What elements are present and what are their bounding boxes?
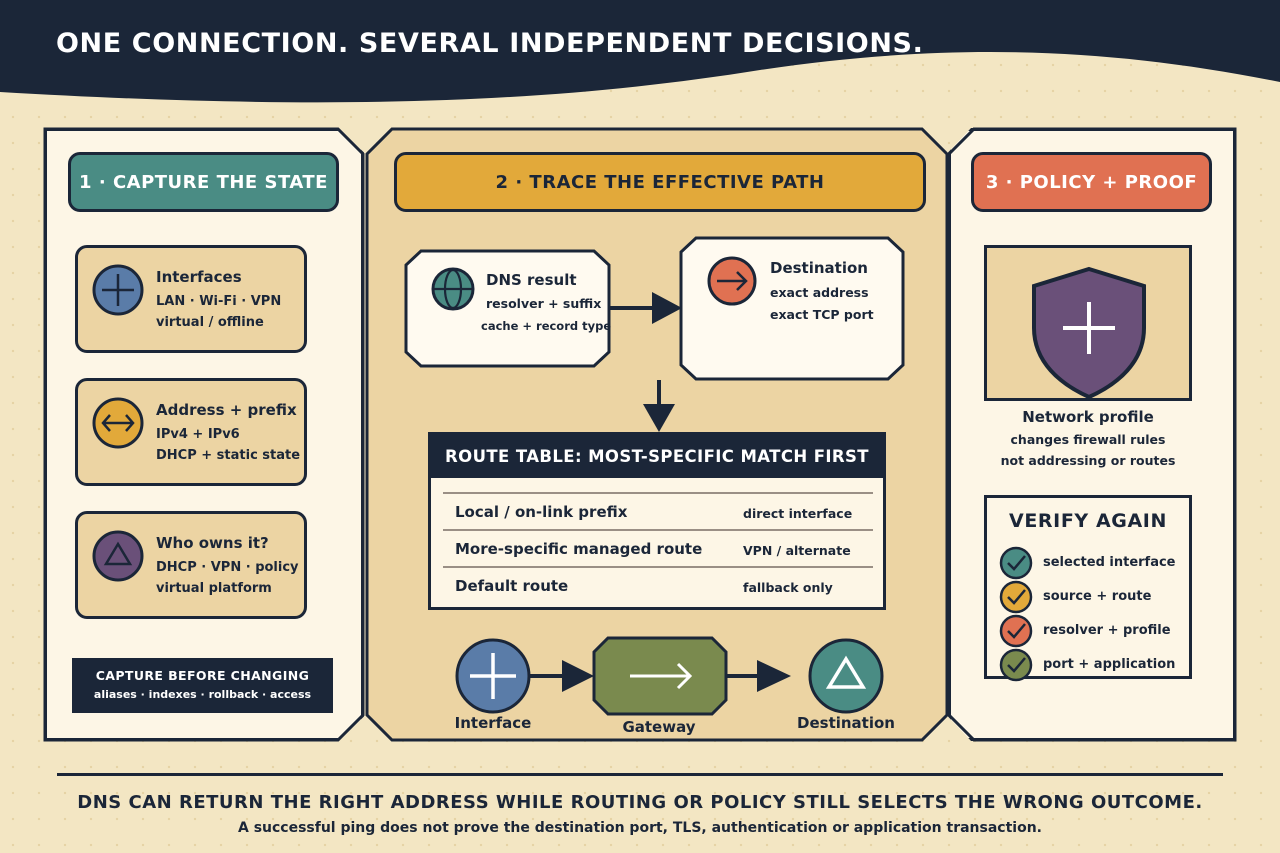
trace-title: 2 · TRACE THE EFFECTIVE PATH <box>394 152 926 212</box>
network-profile-card <box>984 245 1192 401</box>
double-arrow-icon <box>92 397 144 449</box>
profile-line: changes firewall rules <box>1010 432 1166 447</box>
card-line: virtual / offline <box>156 315 264 330</box>
route-row: Default route fallback only <box>443 566 873 605</box>
dns-line: cache + record type <box>481 319 612 333</box>
profile-line: not addressing or routes <box>1000 453 1176 468</box>
card-line: DHCP · VPN · policy <box>156 560 299 575</box>
triangle-icon <box>92 530 144 582</box>
capture-note-title: CAPTURE BEFORE CHANGING <box>95 668 310 683</box>
page-title: ONE CONNECTION. SEVERAL INDEPENDENT DECI… <box>56 28 924 59</box>
check-icon <box>999 580 1033 614</box>
interfaces-card: Interfaces LAN · Wi-Fi · VPN virtual / o… <box>75 245 307 353</box>
interface-node-icon <box>455 638 531 714</box>
capture-title: 1 · CAPTURE THE STATE <box>68 152 339 212</box>
dns-line: resolver + suffix <box>486 296 602 311</box>
route-name: Local / on-link prefix <box>455 503 628 521</box>
check-label: port + application <box>1043 657 1176 672</box>
footer-subline: A successful ping does not prove the des… <box>237 820 1042 836</box>
check-label: selected interface <box>1043 555 1176 570</box>
card-title: Address + prefix <box>156 401 297 419</box>
card-line: DHCP + static state <box>156 448 301 463</box>
check-item: selected interface <box>999 546 1179 580</box>
owner-card: Who owns it? DHCP · VPN · policy virtual… <box>75 511 307 619</box>
route-note: fallback only <box>743 580 833 595</box>
capture-note-sub: aliases · indexes · rollback · access <box>93 688 312 701</box>
route-name: More-specific managed route <box>455 540 703 558</box>
cross-icon <box>92 264 144 316</box>
route-note: direct interface <box>743 506 853 521</box>
route-row: More-specific managed route VPN / altern… <box>443 529 873 568</box>
check-item: source + route <box>999 580 1179 614</box>
destination-label: Destination <box>797 714 895 732</box>
check-label: resolver + profile <box>1043 623 1171 638</box>
check-item: resolver + profile <box>999 614 1179 648</box>
route-note: VPN / alternate <box>743 543 851 558</box>
route-table-title: ROUTE TABLE: MOST-SPECIFIC MATCH FIRST <box>431 435 883 478</box>
check-icon <box>999 648 1033 682</box>
policy-title: 3 · POLICY + PROOF <box>971 152 1212 212</box>
globe-icon <box>431 267 475 311</box>
verify-title: VERIFY AGAIN <box>1009 510 1167 532</box>
card-line: LAN · Wi-Fi · VPN <box>156 294 282 309</box>
profile-title: Network profile <box>1022 408 1154 426</box>
check-label: source + route <box>1043 589 1152 604</box>
route-row: Local / on-link prefix direct interface <box>443 492 873 531</box>
header-banner <box>0 0 1280 103</box>
shield-icon <box>1032 266 1146 400</box>
address-card: Address + prefix IPv4 + IPv6 DHCP + stat… <box>75 378 307 486</box>
card-title: Who owns it? <box>156 534 269 552</box>
destination-title: Destination <box>770 259 868 277</box>
capture-note: CAPTURE BEFORE CHANGING aliases · indexe… <box>72 658 333 713</box>
destination-line: exact TCP port <box>770 307 874 322</box>
interface-label: Interface <box>454 714 532 732</box>
destination-node-icon <box>808 638 884 714</box>
check-icon <box>999 614 1033 648</box>
route-table: ROUTE TABLE: MOST-SPECIFIC MATCH FIRST L… <box>428 432 886 610</box>
gateway-node-icon <box>592 636 728 716</box>
check-item: port + application <box>999 648 1179 682</box>
card-line: virtual platform <box>156 581 272 596</box>
gateway-label: Gateway <box>622 718 696 736</box>
dns-title: DNS result <box>486 271 577 289</box>
route-name: Default route <box>455 577 569 595</box>
footer-divider <box>57 773 1223 776</box>
arrow-right-icon <box>707 256 757 306</box>
card-line: IPv4 + IPv6 <box>156 427 240 442</box>
check-icon <box>999 546 1033 580</box>
verify-box: VERIFY AGAIN selected interface source +… <box>984 495 1192 682</box>
destination-line: exact address <box>770 285 869 300</box>
card-title: Interfaces <box>156 268 242 286</box>
footer-headline: DNS CAN RETURN THE RIGHT ADDRESS WHILE R… <box>77 792 1203 813</box>
